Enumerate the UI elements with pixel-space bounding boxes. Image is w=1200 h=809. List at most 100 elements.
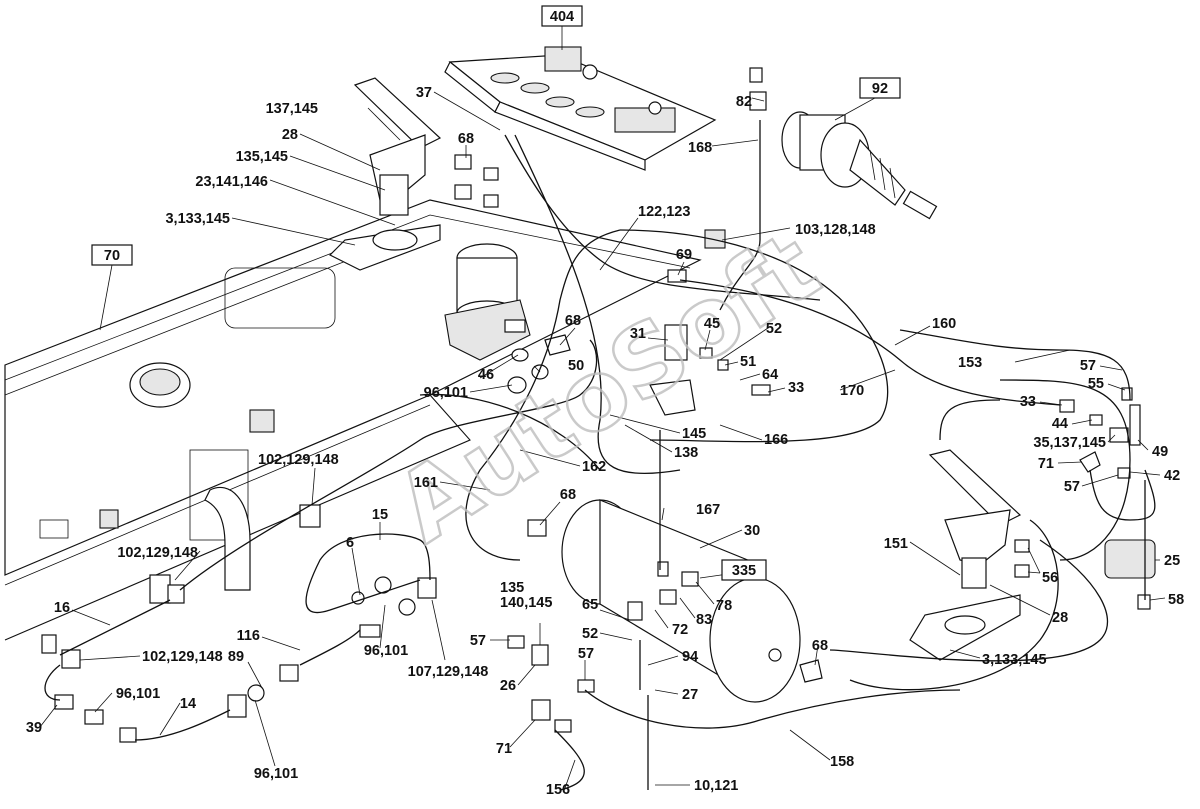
pedal-assembly-left xyxy=(328,77,442,271)
pipes xyxy=(44,120,1156,791)
callout-label: 82 xyxy=(736,94,752,110)
callout-label: 28 xyxy=(282,127,298,143)
callout-labels: 137,145 28 135,145 23,141,146 3,133,145 … xyxy=(26,85,1184,798)
dashboard-panel xyxy=(444,46,717,171)
callout-label: 57 xyxy=(1064,479,1080,495)
callout-label: 161 xyxy=(414,475,438,491)
callout-label: 107,129,148 xyxy=(408,664,489,680)
boxed-label-404: 404 xyxy=(541,5,583,27)
callout-label: 69 xyxy=(676,247,692,263)
callout-label: 45 xyxy=(704,316,720,332)
callout-label: 167 xyxy=(696,502,720,518)
callout-label: 83 xyxy=(696,612,712,628)
callout-label: 96,101 xyxy=(254,766,298,782)
callout-label: 153 xyxy=(958,355,982,371)
callout-label: 78 xyxy=(716,598,732,614)
boxed-label-404-text: 404 xyxy=(550,9,574,25)
callout-label: 52 xyxy=(766,321,782,337)
callout-label: 55 xyxy=(1088,376,1104,392)
callout-label: 116 xyxy=(237,628,260,644)
callout-label: 160 xyxy=(932,316,956,332)
callout-label: 57 xyxy=(470,633,486,649)
boxed-label-70-text: 70 xyxy=(104,248,120,264)
callout-label: 3,133,145 xyxy=(165,211,230,227)
callout-label: 71 xyxy=(496,741,512,757)
callout-label: 102,129,148 xyxy=(258,452,339,468)
callout-label: 102,129,148 xyxy=(142,649,223,665)
callout-label: 51 xyxy=(740,354,756,370)
callout-label: 52 xyxy=(582,626,598,642)
callout-label: 50 xyxy=(568,358,584,374)
callout-label: 46 xyxy=(478,367,494,383)
callout-label: 96,101 xyxy=(364,643,408,659)
callout-label: 16 xyxy=(54,600,70,616)
callout-label: 156 xyxy=(546,782,570,798)
callout-label: 28 xyxy=(1052,610,1068,626)
brake-chamber xyxy=(781,111,938,220)
left-fittings xyxy=(41,67,1030,743)
callout-label: 57 xyxy=(578,646,594,662)
callout-label: 31 xyxy=(630,326,646,342)
pedal-assembly-right xyxy=(909,449,1022,661)
callout-label: 15 xyxy=(372,507,388,523)
air-dryer xyxy=(444,243,571,394)
callout-label: 151 xyxy=(884,536,908,552)
callout-label: 158 xyxy=(830,754,854,770)
callout-label: 138 xyxy=(674,445,698,461)
callout-label: 35,137,145 xyxy=(1033,435,1106,451)
callout-label: 3,133,145 xyxy=(982,652,1047,668)
callout-label: 26 xyxy=(500,678,516,694)
chassis-frame xyxy=(4,199,702,641)
callout-label: 30 xyxy=(744,523,760,539)
callout-label: 6 xyxy=(346,535,354,551)
callout-label: 68 xyxy=(560,487,576,503)
callout-label: 166 xyxy=(764,432,788,448)
callout-label: 25 xyxy=(1164,553,1180,569)
callout-label: 44 xyxy=(1052,416,1068,432)
callout-label: 122,123 xyxy=(638,204,690,220)
callout-label: 137,145 xyxy=(266,101,318,117)
callout-label: 68 xyxy=(812,638,828,654)
callout-label: 102,129,148 xyxy=(117,545,198,561)
callout-label: 33 xyxy=(788,380,804,396)
callout-label: 58 xyxy=(1168,592,1184,608)
callout-label: 10,121 xyxy=(694,778,738,794)
callout-label: 168 xyxy=(688,140,712,156)
callout-label: 145 xyxy=(682,426,706,442)
callout-label: 96,101 xyxy=(424,385,468,401)
boxed-label-92-text: 92 xyxy=(872,81,888,97)
callout-label: 96,101 xyxy=(116,686,160,702)
leader-lines xyxy=(39,26,1166,789)
callout-label: 65 xyxy=(582,597,598,613)
boxed-label-92: 92 xyxy=(859,77,901,99)
air-tank xyxy=(561,499,823,703)
callout-label: 27 xyxy=(682,687,698,703)
callout-label: 103,128,148 xyxy=(795,222,876,238)
callout-label: 68 xyxy=(458,131,474,147)
boxed-label-335: 335 xyxy=(721,559,767,581)
callout-label: 37 xyxy=(416,85,432,101)
callout-label: 71 xyxy=(1038,456,1054,472)
boxed-label-335-text: 335 xyxy=(732,563,756,579)
callout-label: 23,141,146 xyxy=(195,174,268,190)
callout-label: 14 xyxy=(180,696,196,712)
callout-label: 57 xyxy=(1080,358,1096,374)
callout-label: 170 xyxy=(840,383,864,399)
callout-label: 135,145 xyxy=(236,149,288,165)
right-fittings xyxy=(1059,387,1156,610)
callout-label: 89 xyxy=(228,649,244,665)
callout-label: 162 xyxy=(582,459,606,475)
callout-label: 94 xyxy=(682,649,698,665)
central-valve xyxy=(649,229,771,416)
callout-label: 72 xyxy=(672,622,688,638)
callout-label: 49 xyxy=(1152,444,1168,460)
callout-label: 39 xyxy=(26,720,42,736)
boxed-label-70: 70 xyxy=(91,244,133,266)
callout-label: 33 xyxy=(1020,394,1036,410)
callout-label: 68 xyxy=(565,313,581,329)
callout-label: 56 xyxy=(1042,570,1058,586)
callout-label: 64 xyxy=(762,367,778,383)
callout-label: 42 xyxy=(1164,468,1180,484)
